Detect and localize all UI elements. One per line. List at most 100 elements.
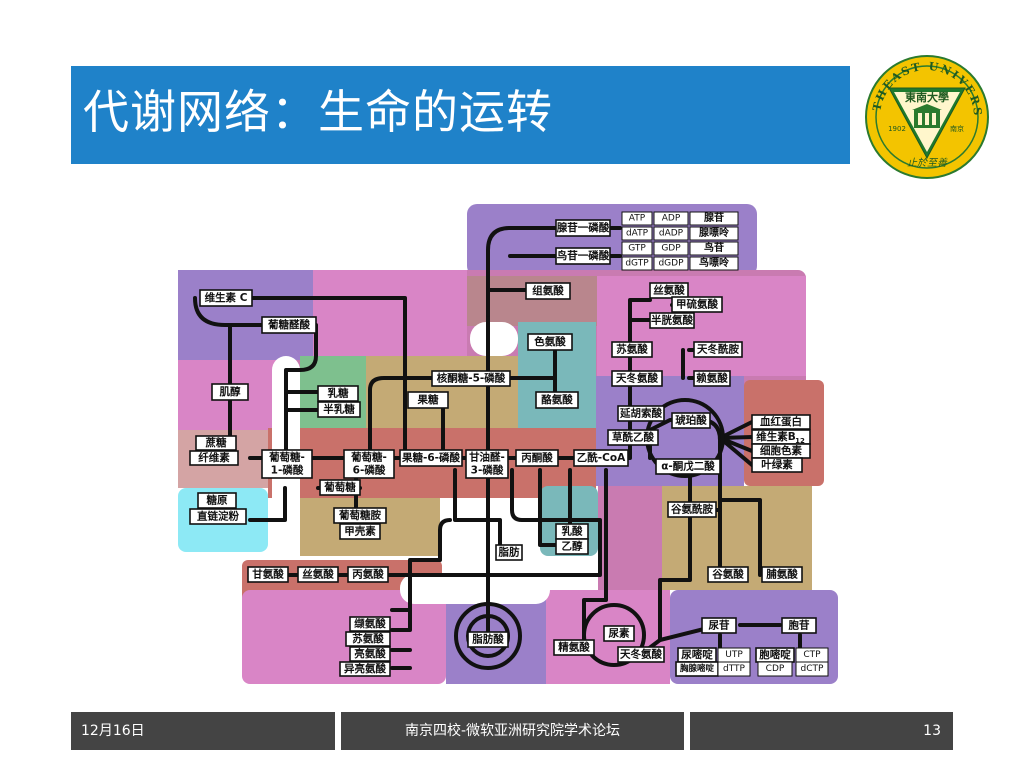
node-valine: 缬氨酸 bbox=[349, 616, 391, 632]
node-glucuronic-acid: 葡糖醛酸 bbox=[261, 316, 317, 334]
table-cell: GDP bbox=[661, 244, 681, 254]
svg-text:dCTP: dCTP bbox=[801, 664, 824, 674]
node-methionine: 甲硫氨酸 bbox=[671, 296, 723, 313]
node-alanine: 丙氨酸 bbox=[347, 566, 389, 583]
svg-text:CTP: CTP bbox=[803, 650, 821, 660]
svg-text:半胱氨酸: 半胱氨酸 bbox=[651, 314, 693, 327]
svg-text:胞苷: 胞苷 bbox=[788, 619, 810, 632]
node-uracil: 尿嘧啶 bbox=[677, 647, 717, 663]
node-serine-top: 丝氨酸 bbox=[649, 282, 689, 299]
node-tryptophan: 色氨酸 bbox=[527, 333, 573, 351]
node-succinate: 琥珀酸 bbox=[671, 412, 711, 429]
svg-text:天冬氨酸: 天冬氨酸 bbox=[616, 372, 658, 385]
node-ethanol: 乙醇 bbox=[555, 538, 589, 555]
node-cytochrome: 细胞色素 bbox=[751, 443, 811, 459]
svg-text:果糖-6-磷酸: 果糖-6-磷酸 bbox=[401, 451, 461, 464]
node-sucrose: 蔗糖 bbox=[195, 435, 237, 451]
table-cell: 腺苷 bbox=[704, 211, 724, 224]
svg-text:乙醇: 乙醇 bbox=[562, 540, 583, 553]
svg-text:葡萄糖-: 葡萄糖- bbox=[268, 451, 305, 464]
svg-text:胞嘧啶: 胞嘧啶 bbox=[758, 648, 791, 661]
svg-text:乙酰-CoA: 乙酰-CoA bbox=[577, 451, 626, 464]
node-alpha-ketoglutarate: α-酮戊二酸 bbox=[655, 458, 721, 475]
svg-text:天冬酰胺: 天冬酰胺 bbox=[697, 343, 739, 356]
node-guanosine-monophosphate: 鸟苷一磷酸 bbox=[555, 247, 611, 265]
node-pyruvate: 丙酮酸 bbox=[515, 449, 559, 467]
svg-text:核酮糖-5-磷酸: 核酮糖-5-磷酸 bbox=[437, 372, 506, 385]
svg-text:色氨酸: 色氨酸 bbox=[534, 335, 566, 348]
node-dctp: dCTP bbox=[795, 661, 829, 677]
node-cysteine: 半胱氨酸 bbox=[649, 312, 695, 329]
svg-text:直链淀粉: 直链淀粉 bbox=[197, 510, 239, 523]
node-asparagine: 天冬酰胺 bbox=[693, 341, 743, 358]
svg-text:胸腺嘧啶: 胸腺嘧啶 bbox=[680, 663, 715, 674]
svg-text:缬氨酸: 缬氨酸 bbox=[354, 617, 386, 630]
svg-text:苏氨酸: 苏氨酸 bbox=[616, 343, 648, 356]
node-fumarate: 延胡索酸 bbox=[617, 405, 665, 422]
node-fructose-6-phosphate: 果糖-6-磷酸 bbox=[399, 449, 463, 467]
logo-name-cn: 東南大學 bbox=[905, 90, 949, 104]
node-threonine: 苏氨酸 bbox=[611, 341, 653, 358]
node-ctp: CTP bbox=[795, 647, 829, 663]
node-glutamine: 谷氨酰胺 bbox=[667, 501, 717, 518]
svg-text:草酰乙酸: 草酰乙酸 bbox=[612, 431, 654, 444]
svg-text:丝氨酸: 丝氨酸 bbox=[653, 284, 685, 297]
node-glucose: 葡萄糖 bbox=[319, 479, 361, 496]
svg-text:葡萄糖-: 葡萄糖- bbox=[350, 451, 387, 464]
node-lactate: 乳酸 bbox=[555, 523, 589, 540]
node-lysine: 赖氨酸 bbox=[693, 370, 731, 387]
node-fructose: 果糖 bbox=[407, 391, 449, 409]
svg-text:脂肪: 脂肪 bbox=[498, 546, 520, 559]
node-utp: UTP bbox=[717, 647, 751, 663]
table-cell: dGTP bbox=[625, 259, 649, 269]
node-inositol: 肌醇 bbox=[211, 383, 249, 401]
node-aspartate-mid: 天冬氨酸 bbox=[611, 370, 663, 387]
svg-text:葡糖醛酸: 葡糖醛酸 bbox=[267, 318, 310, 331]
node-cytidine: 胞苷 bbox=[781, 617, 817, 634]
node-proline: 脯氨酸 bbox=[761, 566, 803, 583]
node-acetyl-coa: 乙酰-CoA bbox=[573, 449, 629, 467]
svg-text:谷氨酸: 谷氨酸 bbox=[712, 568, 744, 581]
svg-text:12: 12 bbox=[795, 437, 805, 445]
svg-text:乳糖: 乳糖 bbox=[328, 387, 349, 400]
metabolite-nodes: 腺苷一磷酸 鸟苷一磷酸 组氨酸 丝氨酸 甲硫氨酸 半胱氨酸 维生素 C 葡糖醛酸… bbox=[189, 219, 829, 677]
svg-text:纤维素: 纤维素 bbox=[198, 451, 230, 464]
node-galactose: 半乳糖 bbox=[317, 401, 361, 418]
node-fatty-acid: 脂肪酸 bbox=[467, 631, 509, 648]
university-logo: SOUTHEAST UNIVERSITY 東南大學 1902 南京 止於至善 bbox=[864, 54, 989, 179]
svg-text:1-磷酸: 1-磷酸 bbox=[271, 464, 304, 477]
footer-date-text: 12月16日 bbox=[81, 723, 145, 739]
svg-text:糖原: 糖原 bbox=[207, 494, 228, 507]
node-cellulose: 纤维素 bbox=[189, 450, 239, 466]
node-glutamate: 谷氨酸 bbox=[707, 566, 749, 583]
node-chitin: 甲壳素 bbox=[339, 523, 381, 540]
svg-text:果糖: 果糖 bbox=[417, 393, 439, 406]
table-cell: ADP bbox=[662, 214, 681, 224]
svg-text:谷氨酰胺: 谷氨酰胺 bbox=[671, 503, 713, 516]
svg-text:6-磷酸: 6-磷酸 bbox=[353, 464, 386, 477]
svg-text:甲硫氨酸: 甲硫氨酸 bbox=[676, 298, 718, 311]
node-isoleucine: 异亮氨酸 bbox=[339, 661, 391, 677]
node-aspartate-low: 天冬氨酸 bbox=[617, 646, 665, 663]
node-uridine: 尿苷 bbox=[701, 617, 737, 634]
node-cytosine: 胞嘧啶 bbox=[755, 647, 795, 663]
svg-text:维生素 C: 维生素 C bbox=[205, 291, 248, 304]
svg-text:甲壳素: 甲壳素 bbox=[344, 525, 376, 538]
svg-text:脂肪酸: 脂肪酸 bbox=[471, 633, 504, 646]
slide-title: 代谢网络：生命的运转 bbox=[83, 85, 553, 139]
svg-text:丙酮酸: 丙酮酸 bbox=[521, 451, 553, 464]
node-glycine: 甘氨酸 bbox=[247, 566, 289, 583]
svg-text:尿素: 尿素 bbox=[609, 627, 630, 640]
table-cell: 鸟苷 bbox=[704, 241, 724, 254]
node-chlorophyll: 叶绿素 bbox=[751, 457, 803, 473]
svg-text:尿苷: 尿苷 bbox=[709, 619, 730, 632]
svg-text:UTP: UTP bbox=[725, 650, 743, 660]
logo-city: 南京 bbox=[950, 124, 964, 133]
node-urea: 尿素 bbox=[603, 625, 635, 642]
svg-text:血红蛋白: 血红蛋白 bbox=[760, 415, 802, 428]
svg-text:腺苷一磷酸: 腺苷一磷酸 bbox=[557, 221, 610, 234]
footer-event: 南京四校-微软亚洲研究院学术论坛 bbox=[341, 712, 684, 750]
node-fat: 脂肪 bbox=[495, 544, 523, 561]
svg-text:苏氨酸: 苏氨酸 bbox=[352, 632, 384, 645]
